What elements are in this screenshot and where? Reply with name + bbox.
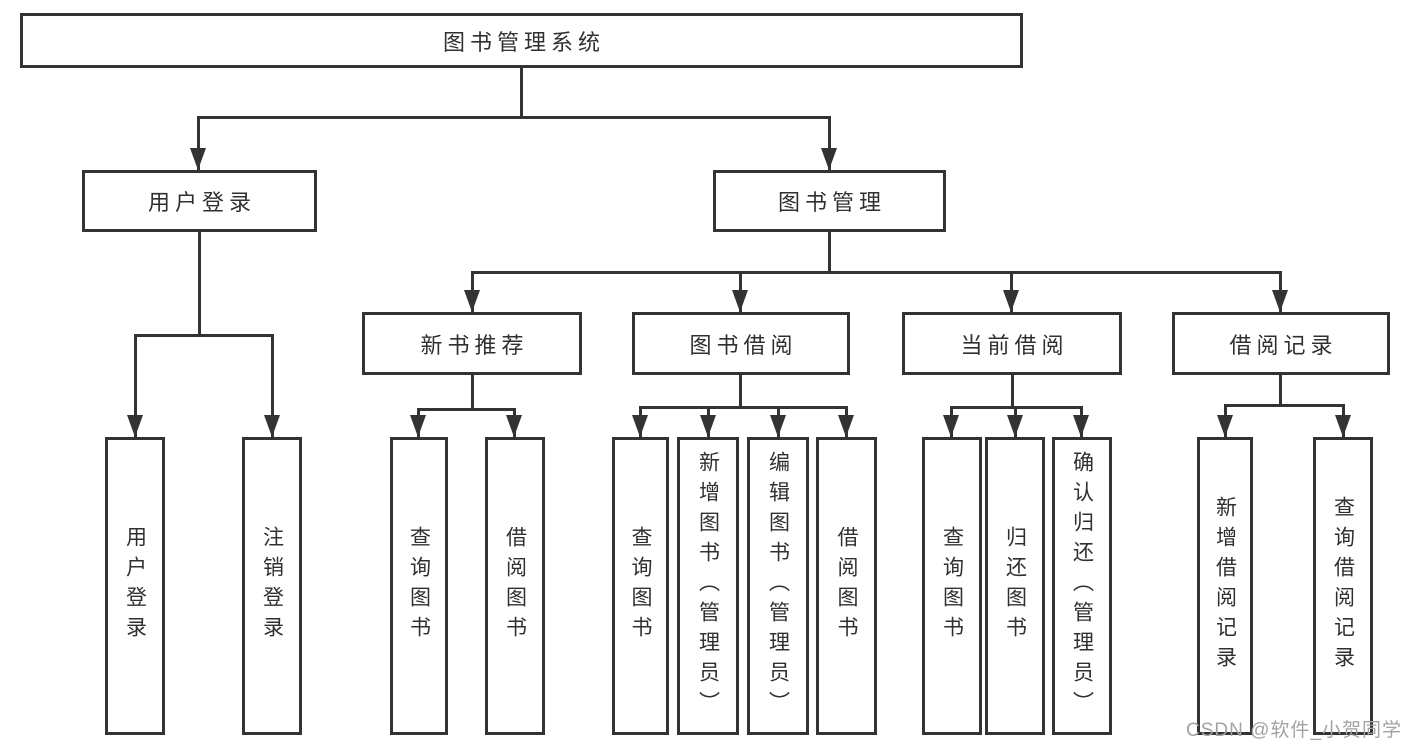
leaf-label: 确认归还（管理员） xyxy=(1070,451,1094,721)
node-book-borrow: 图书借阅 xyxy=(632,312,850,375)
connector-line xyxy=(198,232,201,336)
connector-line xyxy=(271,334,274,437)
connector-line xyxy=(520,66,523,117)
node-label: 借阅记录 xyxy=(1229,332,1338,358)
connector-line xyxy=(471,271,1281,274)
connector-line xyxy=(134,334,137,437)
connector-line xyxy=(639,406,848,409)
leaf-label: 新增图书（管理员） xyxy=(696,451,720,721)
leaf-logout: 注销登录 xyxy=(242,437,302,735)
arrowhead-icon xyxy=(464,290,480,312)
leaf-add-books-admin: 新增图书（管理员） xyxy=(677,437,739,735)
connector-line xyxy=(1011,375,1014,408)
node-label: 新书推荐 xyxy=(420,332,529,358)
arrowhead-icon xyxy=(821,148,837,170)
arrowhead-icon xyxy=(632,415,648,437)
arrowhead-icon xyxy=(838,415,854,437)
node-label: 图书管理 xyxy=(777,190,886,215)
leaf-query-books-current: 查询图书 xyxy=(922,437,982,735)
connector-line xyxy=(197,116,200,170)
arrowhead-icon xyxy=(264,415,280,437)
arrowhead-icon xyxy=(1007,415,1023,437)
leaf-label: 借阅图书 xyxy=(503,526,527,646)
connector-line xyxy=(197,116,831,119)
leaf-label: 借阅图书 xyxy=(835,526,858,646)
csdn-watermark: CSDN @软件_小贺同学 xyxy=(1186,720,1402,741)
leaf-label: 查询图书 xyxy=(629,526,652,646)
arrowhead-icon xyxy=(127,415,143,437)
leaf-label: 归还图书 xyxy=(1003,526,1027,646)
node-borrow-records: 借阅记录 xyxy=(1172,312,1390,375)
arrowhead-icon xyxy=(506,415,522,437)
leaf-label: 编辑图书（管理员） xyxy=(766,451,790,721)
leaf-query-borrow-record: 查询借阅记录 xyxy=(1313,437,1373,735)
leaf-borrow-books: 借阅图书 xyxy=(816,437,877,735)
arrowhead-icon xyxy=(943,415,959,437)
connector-line xyxy=(134,334,274,337)
arrowhead-icon xyxy=(410,415,426,437)
leaf-borrow-books-recommend: 借阅图书 xyxy=(485,437,545,735)
connector-line xyxy=(1224,404,1345,407)
connector-line xyxy=(471,375,474,411)
leaf-label: 查询图书 xyxy=(940,526,964,646)
node-label: 当前借阅 xyxy=(960,332,1069,358)
leaf-user-login: 用户登录 xyxy=(105,437,165,735)
leaf-label: 查询借阅记录 xyxy=(1331,496,1355,676)
leaf-label: 用户登录 xyxy=(123,526,147,646)
node-new-book-recommend: 新书推荐 xyxy=(362,312,582,375)
arrowhead-icon xyxy=(1073,415,1089,437)
leaf-label: 新增借阅记录 xyxy=(1213,496,1237,676)
node-current-borrow: 当前借阅 xyxy=(902,312,1122,375)
connector-line xyxy=(739,375,742,408)
node-library-management-system: 图书管理系统 xyxy=(20,13,1023,68)
node-user-login: 用户登录 xyxy=(82,170,317,232)
arrowhead-icon xyxy=(770,415,786,437)
arrowhead-icon xyxy=(732,290,748,312)
leaf-edit-books-admin: 编辑图书（管理员） xyxy=(747,437,809,735)
node-label: 图书管理系统 xyxy=(442,29,605,55)
leaf-label: 注销登录 xyxy=(260,526,284,646)
arrowhead-icon xyxy=(190,148,206,170)
node-book-management: 图书管理 xyxy=(713,170,946,232)
leaf-query-books-borrow: 查询图书 xyxy=(612,437,669,735)
arrowhead-icon xyxy=(1217,415,1233,437)
arrowhead-icon xyxy=(700,415,716,437)
connector-line xyxy=(417,408,516,411)
connector-line xyxy=(828,232,831,274)
node-label: 用户登录 xyxy=(147,190,256,215)
arrowhead-icon xyxy=(1003,290,1019,312)
arrowhead-icon xyxy=(1272,290,1288,312)
leaf-return-books: 归还图书 xyxy=(985,437,1045,735)
arrowhead-icon xyxy=(1335,415,1351,437)
leaf-add-borrow-record: 新增借阅记录 xyxy=(1197,437,1253,735)
node-label: 图书借阅 xyxy=(689,332,798,358)
leaf-label: 查询图书 xyxy=(407,526,431,646)
connector-line xyxy=(828,116,831,170)
leaf-confirm-return-admin: 确认归还（管理员） xyxy=(1052,437,1112,735)
leaf-query-books-recommend: 查询图书 xyxy=(390,437,448,735)
connector-line xyxy=(1279,375,1282,406)
